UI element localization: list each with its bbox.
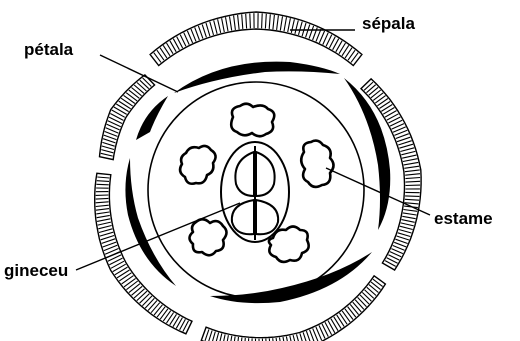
estame-leader [326, 168, 430, 215]
petal [174, 62, 340, 93]
sepal [150, 12, 362, 66]
label-estame: estame [434, 209, 493, 228]
label-sepala: sépala [362, 14, 415, 33]
petal-whorl [125, 62, 390, 304]
locule [256, 200, 278, 234]
label-gineceu: gineceu [4, 261, 68, 280]
sepal-outline [95, 173, 192, 333]
sepal-hatching [364, 82, 420, 266]
gynoecium [221, 142, 289, 242]
sepal [95, 173, 192, 333]
locule [235, 152, 254, 196]
sepal-whorl [95, 12, 421, 341]
petal [344, 78, 390, 230]
locule [256, 152, 275, 196]
label-petala: pétala [24, 40, 74, 59]
sepal-hatching [154, 13, 358, 62]
sepal-outline [100, 75, 155, 160]
sepal [100, 75, 155, 160]
stamen [301, 141, 333, 187]
stamen [231, 104, 274, 137]
stamen [190, 219, 227, 255]
stamen [180, 146, 215, 184]
petal [125, 158, 176, 286]
